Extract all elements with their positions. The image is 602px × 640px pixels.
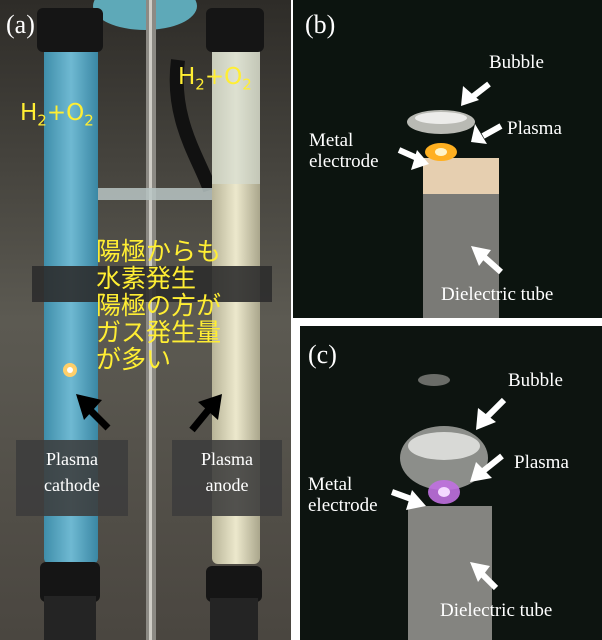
arrow-to-cathode <box>76 394 111 431</box>
arrow-plasma-c <box>470 453 504 482</box>
panel-c-label: (c) <box>308 340 337 369</box>
panel-a-label: (a) <box>6 10 35 39</box>
dielectric-tube-label-c: Dielectric tube <box>440 600 553 621</box>
plasma-label-c: Plasma <box>514 452 569 473</box>
arrow-tube-b <box>471 246 503 275</box>
plasma-cathode-box: Plasma cathode <box>16 440 128 516</box>
arrow-tube-c <box>470 562 499 591</box>
note-line: 陽極の方が <box>96 291 222 320</box>
plasma-anode-box: Plasma anode <box>172 440 282 516</box>
panel-a-photo: (a) H2+O2 H2+O2 陽極からも 水素発生 陽極の方が ガス発生量 が… <box>0 0 291 640</box>
arrow-bubble-c <box>476 397 507 430</box>
note-line: ガス発生量 <box>96 318 222 347</box>
gas-label-cathode: H2+O2 <box>20 100 94 130</box>
gas-label-anode: H2+O2 <box>178 64 252 94</box>
note-line: が多い <box>96 345 172 374</box>
note-line: 陽極からも <box>96 237 222 266</box>
panel-c-photo: (c) Bubble Plasma Metal electrode Dielec… <box>300 326 602 640</box>
dielectric-tube-label-b: Dielectric tube <box>441 284 554 305</box>
metal-electrode-label-c: Metal electrode <box>308 474 378 516</box>
electrolysis-apparatus-illustration <box>0 0 291 640</box>
arrow-metal-b <box>397 147 429 170</box>
arrow-plasma-b <box>471 123 503 144</box>
plasma-electrode-illustration-b <box>293 0 602 318</box>
arrow-to-anode <box>189 394 222 433</box>
note-line: 水素発生 <box>96 264 197 293</box>
arrow-metal-c <box>390 489 426 510</box>
bubble-label-b: Bubble <box>489 52 544 73</box>
arrow-bubble-b <box>461 81 491 106</box>
plasma-electrode-illustration-c <box>300 326 602 640</box>
metal-electrode-label-b: Metal electrode <box>309 130 379 172</box>
note-annotation: 陽極からも 水素発生 陽極の方が ガス発生量 が多い <box>96 238 221 373</box>
panel-b-photo: (b) Bubble Plasma Metal electrode Dielec… <box>293 0 602 318</box>
bubble-label-c: Bubble <box>508 370 563 391</box>
plasma-label-b: Plasma <box>507 118 562 139</box>
panel-b-label: (b) <box>305 10 336 39</box>
